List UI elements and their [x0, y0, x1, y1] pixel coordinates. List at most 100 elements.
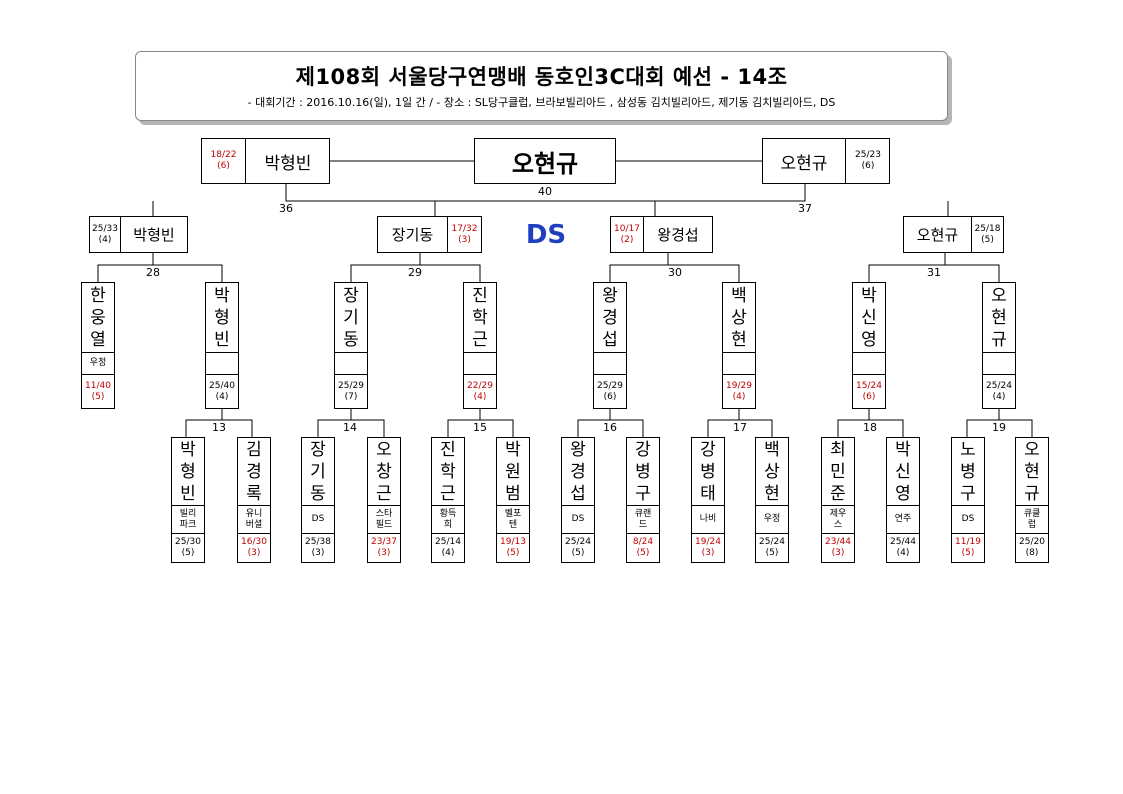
player-name: 강 병 구 [627, 438, 659, 506]
score-cell: 25/24 (5) [565, 537, 591, 558]
match-number: 31 [927, 266, 941, 279]
semi-player-2: 장기동 17/32 (3) [377, 216, 482, 253]
score-cell: 17/32 (3) [451, 223, 478, 245]
match-number: 16 [603, 421, 617, 434]
player-name: 오현규 [763, 139, 846, 183]
player-name: 왕 경 섭 [594, 283, 626, 353]
score-cell: 8/24 (5) [632, 537, 654, 558]
score-cell: 19/24 (3) [695, 537, 721, 558]
match-number: 18 [863, 421, 877, 434]
player-name: 박 신 영 [853, 283, 885, 353]
match-number: 40 [538, 185, 552, 198]
player-card: 박 신 영 15/24 (6) [852, 282, 886, 409]
score-cell: 19/29 (4) [726, 380, 752, 402]
player-name: 박형빈 [264, 153, 312, 174]
club-cell [853, 353, 885, 375]
score-cell: 23/44 (3) [825, 537, 851, 558]
club-cell: 나비 [692, 506, 724, 534]
match-number: 15 [473, 421, 487, 434]
score-cell: 22/29 (4) [467, 380, 493, 402]
player-name: 진 학 근 [432, 438, 464, 506]
page-title: 제108회 서울당구연맹배 동호인3C대회 예선 - 14조 [295, 65, 788, 89]
score-cell: 10/17 (2) [611, 217, 644, 252]
club-cell: 우정 [756, 506, 788, 534]
club-cell [464, 353, 496, 375]
player-name: 박 형 빈 [172, 438, 204, 506]
score-cell: 25/23 (6) [855, 150, 881, 171]
club-cell [594, 353, 626, 375]
semi-player-3: 10/17 (2) 왕경섭 [610, 216, 713, 253]
score-cell: 23/37 (3) [371, 537, 397, 558]
score-cell: 25/29 (6) [597, 380, 623, 402]
player-name: 한 웅 열 [82, 283, 114, 353]
score-cell: 25/30 (5) [175, 537, 201, 558]
semi-player-1: 25/33 (4) 박형빈 [89, 216, 188, 253]
venue-label: DS [525, 220, 567, 250]
score-cell: 16/30 (3) [241, 537, 267, 558]
player-name: 왕경섭 [657, 226, 699, 244]
score-cell: 25/29 (7) [338, 380, 364, 402]
match-number: 14 [343, 421, 357, 434]
player-name: 오현규 [904, 217, 972, 252]
player-name: 오 창 근 [368, 438, 400, 506]
club-cell: DS [562, 506, 594, 534]
player-name: 장 기 동 [335, 283, 367, 353]
page-subtitle: - 대회기간 : 2016.10.16(일), 1일 간 / - 장소 : SL… [247, 96, 836, 109]
player-name: 박 원 범 [497, 438, 529, 506]
player-name: 오 현 규 [983, 283, 1015, 353]
score-cell: 15/24 (6) [856, 380, 882, 402]
player-name: 오 현 규 [1016, 438, 1048, 506]
score-cell: 11/19 (5) [955, 537, 981, 558]
semi-player-4: 오현규 25/18 (5) [903, 216, 1004, 253]
club-cell: 황득 희 [432, 506, 464, 534]
club-cell: 우정 [82, 353, 114, 375]
score-cell: 25/38 (3) [305, 537, 331, 558]
match-number: 37 [798, 202, 812, 215]
club-cell: 벨포 텐 [497, 506, 529, 534]
score-cell: 25/14 (4) [435, 537, 461, 558]
club-cell [206, 353, 238, 375]
player-name: 장 기 동 [302, 438, 334, 506]
player-name: 박형빈 [133, 226, 175, 244]
club-cell [723, 353, 755, 375]
player-name: 백 상 현 [756, 438, 788, 506]
player-name: 박 형 빈 [206, 283, 238, 353]
club-cell: 연주 [887, 506, 919, 534]
header-banner: 제108회 서울당구연맹배 동호인3C대회 예선 - 14조 - 대회기간 : … [135, 51, 948, 121]
player-name: 왕 경 섭 [562, 438, 594, 506]
score-cell: 25/40 (4) [209, 380, 235, 402]
match-number: 28 [146, 266, 160, 279]
player-card: 장 기 동 25/29 (7) [334, 282, 368, 409]
score-cell: 11/40 (5) [85, 380, 111, 402]
club-cell [335, 353, 367, 375]
player-name: 장기동 [378, 217, 448, 252]
match-number: 19 [992, 421, 1006, 434]
club-cell: 제우 스 [822, 506, 854, 534]
club-cell: 유니 버셜 [238, 506, 270, 534]
club-cell: 빌리 파크 [172, 506, 204, 534]
match-number: 29 [408, 266, 422, 279]
club-cell: 큐랜 드 [627, 506, 659, 534]
final-right-player: 오현규 25/23 (6) [762, 138, 890, 184]
score-cell: 25/44 (4) [890, 537, 916, 558]
score-cell: 25/20 (8) [1019, 537, 1045, 558]
match-number: 17 [733, 421, 747, 434]
score-cell: 25/18 (5) [974, 223, 1001, 245]
club-cell: 스타 필드 [368, 506, 400, 534]
